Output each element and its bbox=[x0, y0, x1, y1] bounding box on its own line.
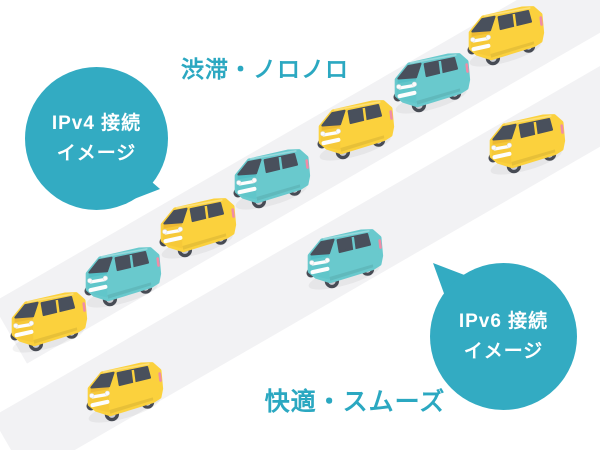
kei-car-yellow-smooth-1 bbox=[84, 359, 166, 425]
kei-car-yellow-congested-1 bbox=[8, 289, 90, 355]
ipv4-bubble-line1: IPv4 接続 bbox=[51, 113, 142, 135]
ipv6-bubble-tail-icon bbox=[433, 263, 467, 299]
congested-caption: 渋滞・ノロノロ bbox=[181, 56, 349, 82]
kei-car-yellow-congested-3 bbox=[157, 195, 239, 261]
kei-car-yellow-congested-5 bbox=[315, 97, 397, 163]
kei-car-teal-congested-2 bbox=[82, 244, 164, 310]
ipv6-bubble-line1: IPv6 接続 bbox=[458, 311, 549, 333]
kei-car-teal-congested-6 bbox=[391, 50, 473, 116]
kei-car-teal-congested-4 bbox=[231, 146, 313, 212]
ipv6-bubble: IPv6 接続 イメージ bbox=[430, 263, 577, 410]
ipv4-bubble: IPv4 接続 イメージ bbox=[25, 67, 168, 210]
ipv4-bubble-line2: イメージ bbox=[56, 142, 137, 164]
kei-car-yellow-congested-7 bbox=[465, 3, 547, 69]
ipv6-bubble-line2: イメージ bbox=[463, 340, 544, 362]
kei-car-yellow-smooth-3 bbox=[486, 111, 568, 177]
kei-car-teal-smooth-2 bbox=[304, 226, 386, 292]
smooth-caption: 快適・スムーズ bbox=[264, 388, 446, 416]
